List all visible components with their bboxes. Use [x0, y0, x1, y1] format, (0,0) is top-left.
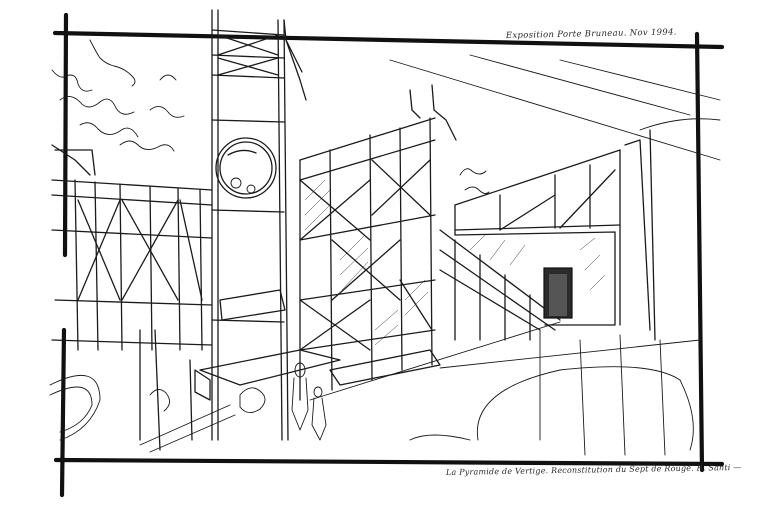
figures [149, 362, 327, 441]
ceiling-lines [389, 54, 721, 161]
flags [283, 19, 457, 141]
clouds [51, 39, 490, 195]
right-structure-hatching [469, 234, 606, 291]
right-structure [454, 129, 656, 341]
floor [49, 321, 701, 456]
central-tower [299, 117, 436, 401]
central-tower-hatching [304, 179, 429, 346]
sketch-frame [52, 12, 725, 498]
left-scaffold-gallery [51, 144, 213, 351]
platforms [139, 289, 441, 451]
diagonal-stair [439, 229, 561, 341]
circular-emblem [215, 137, 277, 199]
doorway [543, 267, 573, 319]
tall-tower [211, 9, 289, 441]
